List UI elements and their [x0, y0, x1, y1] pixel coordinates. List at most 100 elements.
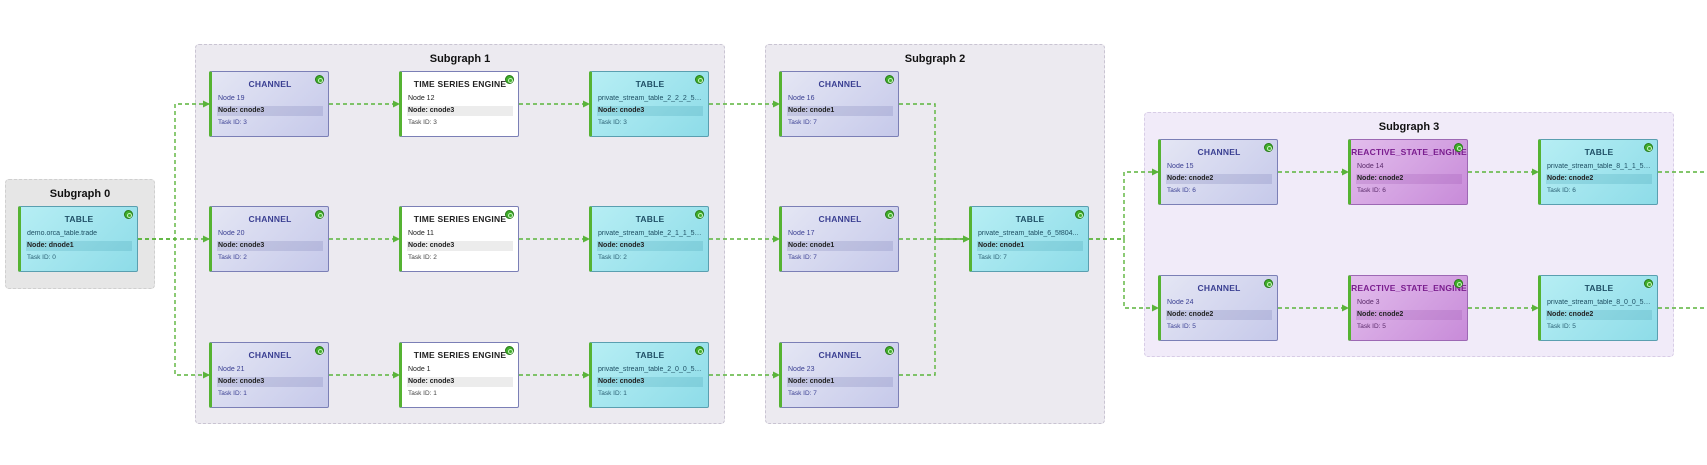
node-host: Node: cnode3 — [597, 241, 703, 251]
node-time-series-engine-11[interactable]: TIME SERIES ENGINE Node 11 Node: cnode3 … — [399, 206, 519, 272]
node-type: CHANNEL — [248, 79, 292, 89]
node-host: Node: cnode2 — [1166, 310, 1272, 320]
node-host: Node: cnode3 — [407, 106, 513, 116]
node-type: REACTIVE_STATE_ENGINE — [1351, 147, 1467, 157]
status-ok-icon — [1264, 143, 1273, 152]
node-task-id: Task ID: 7 — [788, 390, 817, 397]
status-ok-icon — [315, 346, 324, 355]
node-name: Node 12 — [408, 95, 435, 102]
node-channel-20[interactable]: CHANNEL Node 20 Node: cnode3 Task ID: 2 — [209, 206, 329, 272]
node-type: CHANNEL — [1197, 147, 1241, 157]
node-reactive-state-engine-3[interactable]: REACTIVE_STATE_ENGINE Node 3 Node: cnode… — [1348, 275, 1468, 341]
node-type: TIME SERIES ENGINE — [413, 350, 507, 360]
status-ok-icon — [695, 75, 704, 84]
node-host: Node: cnode2 — [1546, 174, 1652, 184]
node-channel-19[interactable]: CHANNEL Node 19 Node: cnode3 Task ID: 3 — [209, 71, 329, 137]
node-type: TABLE — [64, 214, 94, 224]
node-host: Node: dnode1 — [26, 241, 132, 251]
status-ok-icon — [315, 210, 324, 219]
node-task-id: Task ID: 2 — [218, 254, 247, 261]
node-task-id: Task ID: 6 — [1357, 187, 1386, 194]
node-task-id: Task ID: 2 — [598, 254, 627, 261]
node-name: Node 1 — [408, 366, 431, 373]
subgraph-title: Subgraph 3 — [1378, 121, 1440, 133]
node-channel-16[interactable]: CHANNEL Node 16 Node: cnode1 Task ID: 7 — [779, 71, 899, 137]
status-ok-icon — [1454, 143, 1463, 152]
node-host: Node: cnode1 — [787, 106, 893, 116]
node-task-id: Task ID: 6 — [1167, 187, 1196, 194]
node-type: REACTIVE_STATE_ENGINE — [1351, 283, 1467, 293]
node-host: Node: cnode3 — [597, 377, 703, 387]
status-ok-icon — [1075, 210, 1084, 219]
node-name: private_stream_table_8_0_0_5f... — [1547, 299, 1651, 306]
status-ok-icon — [1454, 279, 1463, 288]
node-name: Node 21 — [218, 366, 245, 373]
node-table-8-1-1[interactable]: TABLE private_stream_table_8_1_1_5f... N… — [1538, 139, 1658, 205]
status-ok-icon — [505, 75, 514, 84]
node-time-series-engine-1[interactable]: TIME SERIES ENGINE Node 1 Node: cnode3 T… — [399, 342, 519, 408]
node-table-2-2-2[interactable]: TABLE private_stream_table_2_2_2_5f... N… — [589, 71, 709, 137]
node-channel-21[interactable]: CHANNEL Node 21 Node: cnode3 Task ID: 1 — [209, 342, 329, 408]
node-task-id: Task ID: 7 — [788, 254, 817, 261]
node-channel-17[interactable]: CHANNEL Node 17 Node: cnode1 Task ID: 7 — [779, 206, 899, 272]
node-name: private_stream_table_6_5f804... — [978, 230, 1079, 237]
node-task-id: Task ID: 7 — [788, 119, 817, 126]
node-name: Node 3 — [1357, 299, 1380, 306]
node-type: CHANNEL — [248, 350, 292, 360]
node-task-id: Task ID: 1 — [408, 390, 437, 397]
node-host: Node: cnode2 — [1356, 310, 1462, 320]
node-host: Node: cnode1 — [977, 241, 1083, 251]
node-table-2-0-0[interactable]: TABLE private_stream_table_2_0_0_5f... N… — [589, 342, 709, 408]
status-ok-icon — [695, 210, 704, 219]
status-ok-icon — [885, 75, 894, 84]
node-host: Node: cnode3 — [407, 241, 513, 251]
node-type: CHANNEL — [818, 79, 862, 89]
node-type: TABLE — [1584, 147, 1614, 157]
status-ok-icon — [1644, 279, 1653, 288]
status-ok-icon — [124, 210, 133, 219]
status-ok-icon — [505, 210, 514, 219]
node-name: Node 11 — [408, 230, 434, 237]
node-name: Node 23 — [788, 366, 815, 373]
node-name: Node 15 — [1167, 163, 1194, 170]
node-table-8-0-0[interactable]: TABLE private_stream_table_8_0_0_5f... N… — [1538, 275, 1658, 341]
node-table-6[interactable]: TABLE private_stream_table_6_5f804... No… — [969, 206, 1089, 272]
node-channel-23[interactable]: CHANNEL Node 23 Node: cnode1 Task ID: 7 — [779, 342, 899, 408]
status-ok-icon — [885, 346, 894, 355]
node-task-id: Task ID: 5 — [1357, 323, 1386, 330]
node-channel-15[interactable]: CHANNEL Node 15 Node: cnode2 Task ID: 6 — [1158, 139, 1278, 205]
node-type: TABLE — [1584, 283, 1614, 293]
node-host: Node: cnode3 — [217, 377, 323, 387]
node-name: Node 24 — [1167, 299, 1194, 306]
node-time-series-engine-12[interactable]: TIME SERIES ENGINE Node 12 Node: cnode3 … — [399, 71, 519, 137]
node-task-id: Task ID: 2 — [408, 254, 437, 261]
node-task-id: Task ID: 5 — [1547, 323, 1576, 330]
status-ok-icon — [1644, 143, 1653, 152]
node-type: TIME SERIES ENGINE — [413, 214, 507, 224]
node-task-id: Task ID: 1 — [218, 390, 247, 397]
node-name: private_stream_table_2_2_2_5f... — [598, 95, 702, 102]
node-table-source[interactable]: TABLE demo.orca_table.trade Node: dnode1… — [18, 206, 138, 272]
status-ok-icon — [1264, 279, 1273, 288]
node-type: TABLE — [635, 79, 665, 89]
node-name: Node 16 — [788, 95, 815, 102]
node-name: private_stream_table_2_0_0_5f... — [598, 366, 702, 373]
node-host: Node: cnode3 — [597, 106, 703, 116]
node-task-id: Task ID: 6 — [1547, 187, 1576, 194]
status-ok-icon — [505, 346, 514, 355]
node-task-id: Task ID: 7 — [978, 254, 1007, 261]
node-reactive-state-engine-14[interactable]: REACTIVE_STATE_ENGINE Node 14 Node: cnod… — [1348, 139, 1468, 205]
node-channel-24[interactable]: CHANNEL Node 24 Node: cnode2 Task ID: 5 — [1158, 275, 1278, 341]
node-host: Node: cnode2 — [1546, 310, 1652, 320]
node-table-2-1-1[interactable]: TABLE private_stream_table_2_1_1_5f... N… — [589, 206, 709, 272]
subgraph-title: Subgraph 0 — [49, 188, 111, 200]
node-type: TIME SERIES ENGINE — [413, 79, 507, 89]
node-host: Node: cnode2 — [1166, 174, 1272, 184]
node-task-id: Task ID: 3 — [408, 119, 437, 126]
node-host: Node: cnode3 — [217, 106, 323, 116]
node-task-id: Task ID: 3 — [598, 119, 627, 126]
node-name: private_stream_table_8_1_1_5f... — [1547, 163, 1651, 170]
subgraph-title: Subgraph 2 — [904, 53, 966, 65]
node-type: CHANNEL — [1197, 283, 1241, 293]
node-type: CHANNEL — [248, 214, 292, 224]
